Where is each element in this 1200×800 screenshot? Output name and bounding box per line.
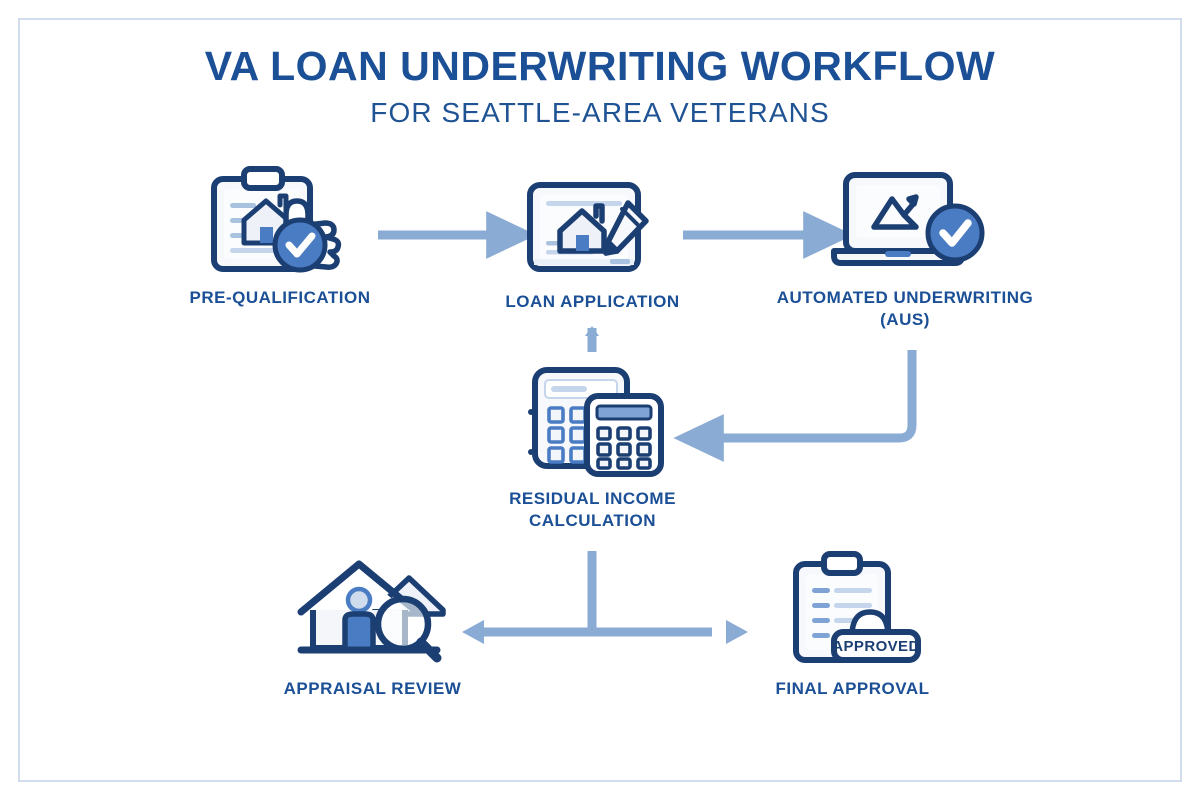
connector-loanapp-to-residual: [585, 326, 599, 352]
node-pre-qualification[interactable]: PRE-QUALIFICATION: [180, 165, 380, 309]
node-residual-income-calculation[interactable]: RESIDUAL INCOME CALCULATION: [495, 360, 690, 532]
page-title: VA LOAN UNDERWRITING WORKFLOW: [204, 43, 996, 89]
node-label-appraisal-review: APPRAISAL REVIEW: [283, 679, 462, 698]
page-subtitle: FOR SEATTLE-AREA VETERANS: [370, 96, 830, 128]
node-label-loan-application: LOAN APPLICATION: [505, 292, 680, 311]
connector-residual-split: [462, 551, 748, 644]
connector-aus-to-residual: [673, 350, 917, 462]
node-label-automated-underwriting: AUTOMATED UNDERWRITING (AUS): [776, 288, 1034, 329]
node-final-approval[interactable]: APPROVED FINAL APPROVAL: [755, 550, 950, 700]
title-block: VA LOAN UNDERWRITING WORKFLOW FOR SEATTL…: [0, 43, 1200, 129]
node-automated-underwriting[interactable]: AUTOMATED UNDERWRITING (AUS): [770, 165, 1040, 331]
laptop-chart-check-icon: [770, 165, 1040, 277]
node-label-final-approval: FINAL APPROVAL: [775, 679, 930, 698]
approved-stamp-text: APPROVED: [832, 638, 919, 655]
clipboard-house-hand-check-icon: [180, 165, 380, 277]
node-appraisal-review[interactable]: APPRAISAL REVIEW: [275, 552, 470, 700]
form-house-pencil-icon: [495, 175, 690, 281]
clipboard-approved-stamp-icon: APPROVED: [755, 550, 950, 668]
node-loan-application[interactable]: LOAN APPLICATION: [495, 175, 690, 313]
node-label-residual-income-calculation: RESIDUAL INCOME CALCULATION: [509, 489, 676, 530]
node-label-pre-qualification: PRE-QUALIFICATION: [189, 288, 371, 307]
house-magnifier-icon: [275, 552, 470, 668]
dual-calculator-icon: [495, 360, 690, 478]
